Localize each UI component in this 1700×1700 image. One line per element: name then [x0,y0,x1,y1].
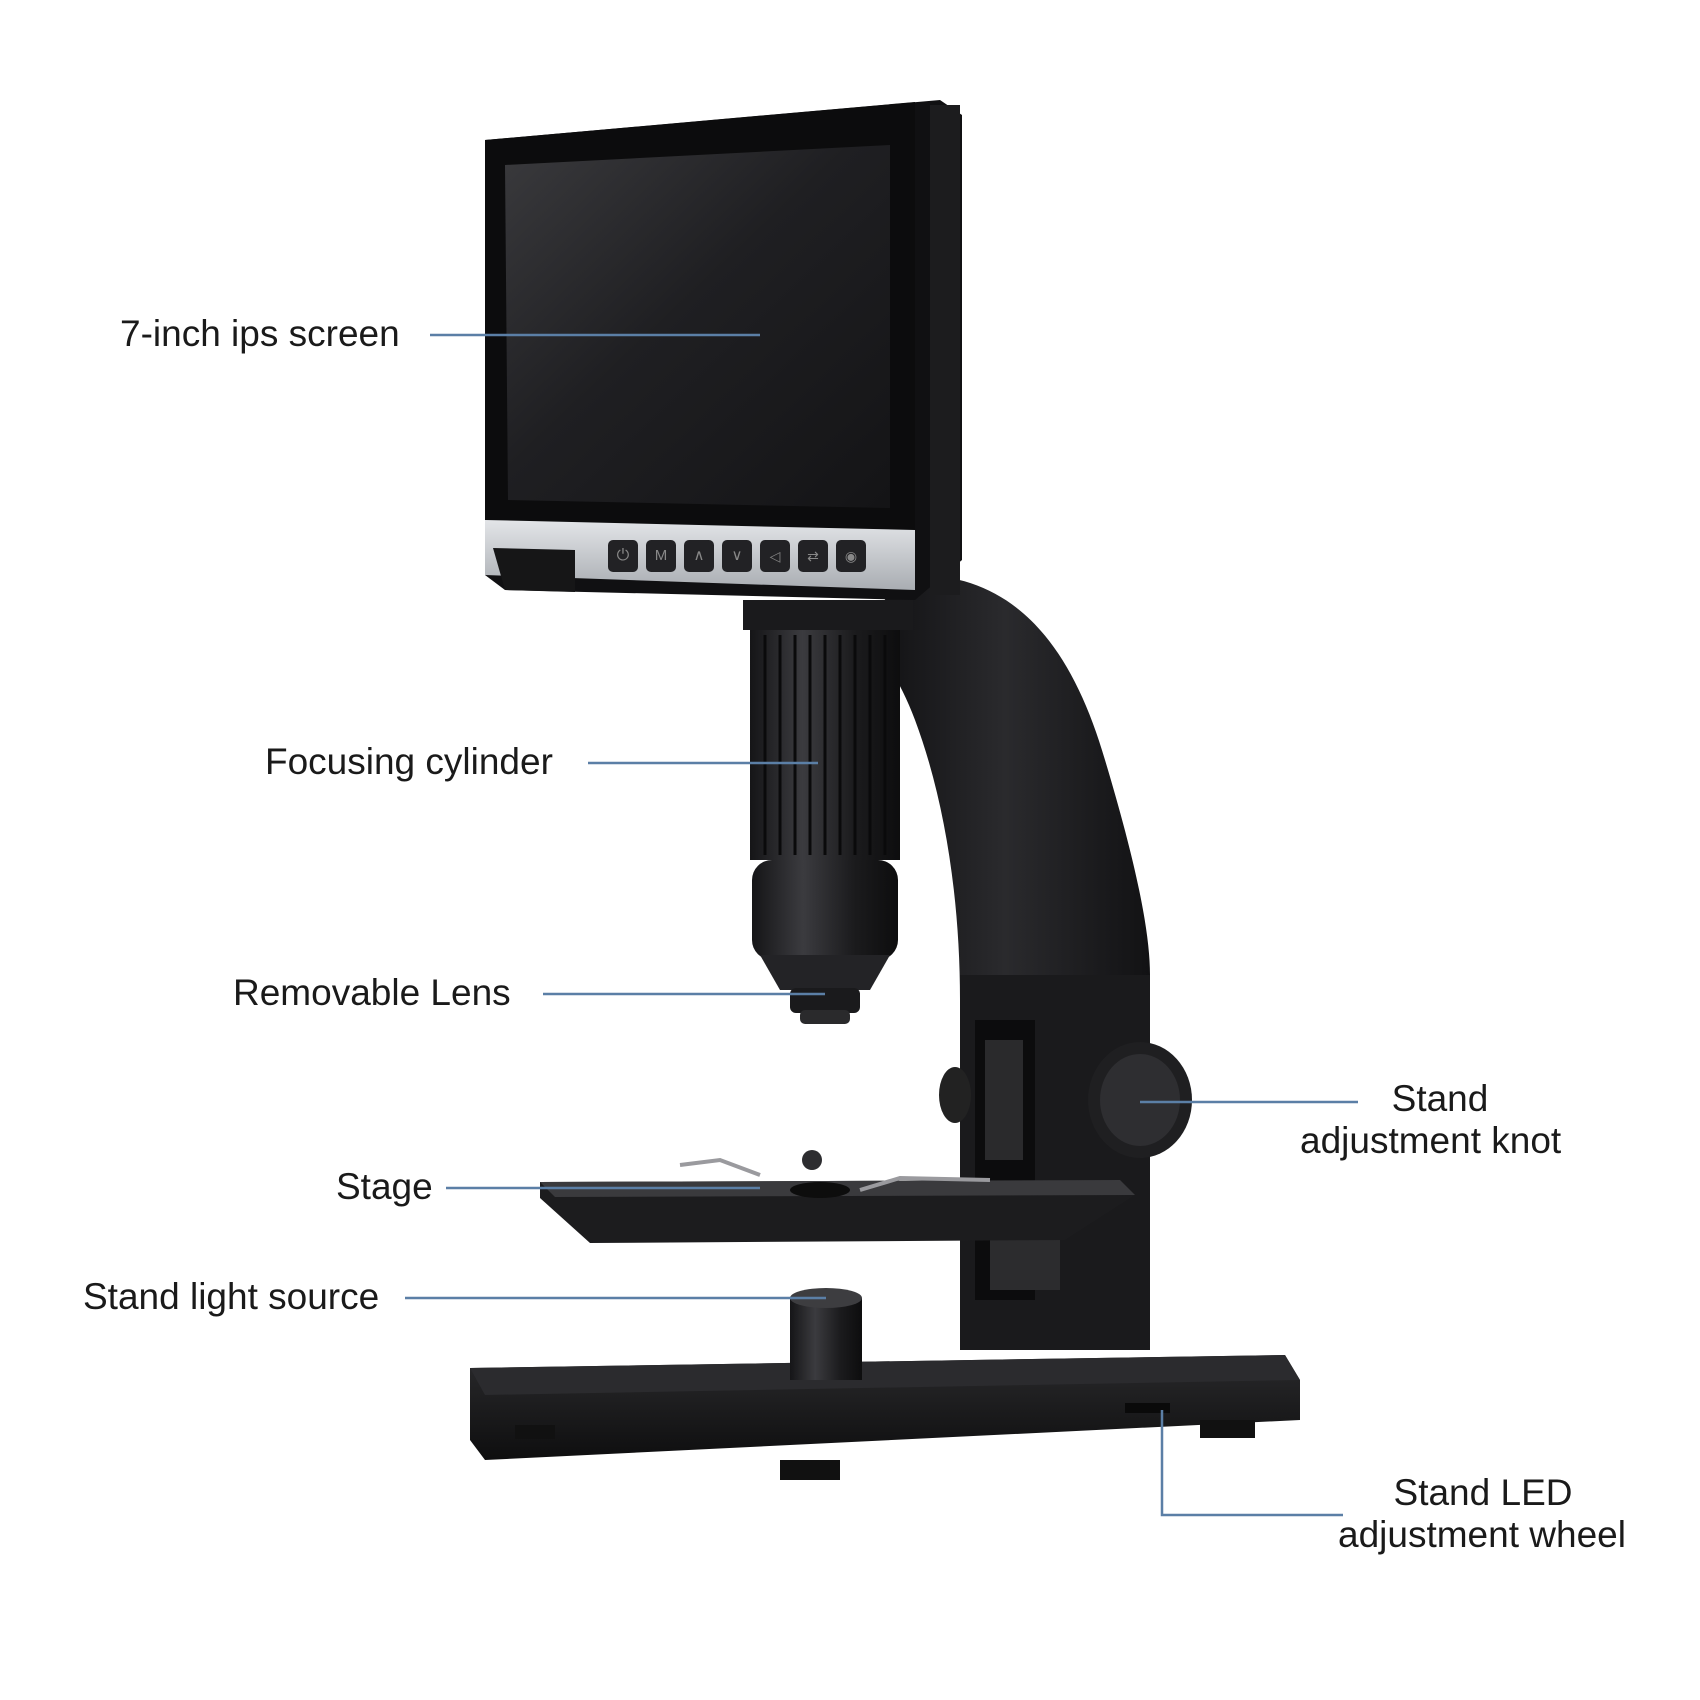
screen-button-row: ⏻ M ∧ ∨ ◁ ⇄ ◉ [608,540,878,576]
label-stand-adjustment-knot: Stand adjustment knot [1300,1078,1630,1162]
leader-line-stand-led-wheel [1160,1410,1343,1517]
switch-icon[interactable]: ⇄ [798,540,828,572]
up-icon[interactable]: ∧ [684,540,714,572]
label-stand-light-source: Stand light source [83,1276,380,1317]
playback-icon[interactable]: ◁ [760,540,790,572]
label-focusing-cylinder: Focusing cylinder [265,741,553,782]
label-removable-lens: Removable Lens [233,972,511,1013]
base [470,1355,1300,1480]
adjustment-knot [939,1042,1192,1158]
down-icon[interactable]: ∨ [722,540,752,572]
power-icon[interactable]: ⏻ [608,540,638,572]
label-stand-led-wheel-line1: Stand LED [1393,1472,1573,1513]
focusing-cylinder [743,600,913,960]
label-stand-adjustment-knot-line2: adjustment knot [1300,1120,1562,1161]
label-7-inch-ips-screen: 7-inch ips screen [120,313,400,354]
menu-icon[interactable]: M [646,540,676,572]
label-stand-led-wheel: Stand LED adjustment wheel [1338,1472,1678,1556]
label-stand-adjustment-knot-line1: Stand [1391,1078,1489,1119]
record-icon[interactable]: ◉ [836,540,866,572]
stage-plate [540,1150,1135,1243]
label-stage: Stage [336,1166,433,1207]
label-stand-led-wheel-line2: adjustment wheel [1338,1514,1626,1555]
